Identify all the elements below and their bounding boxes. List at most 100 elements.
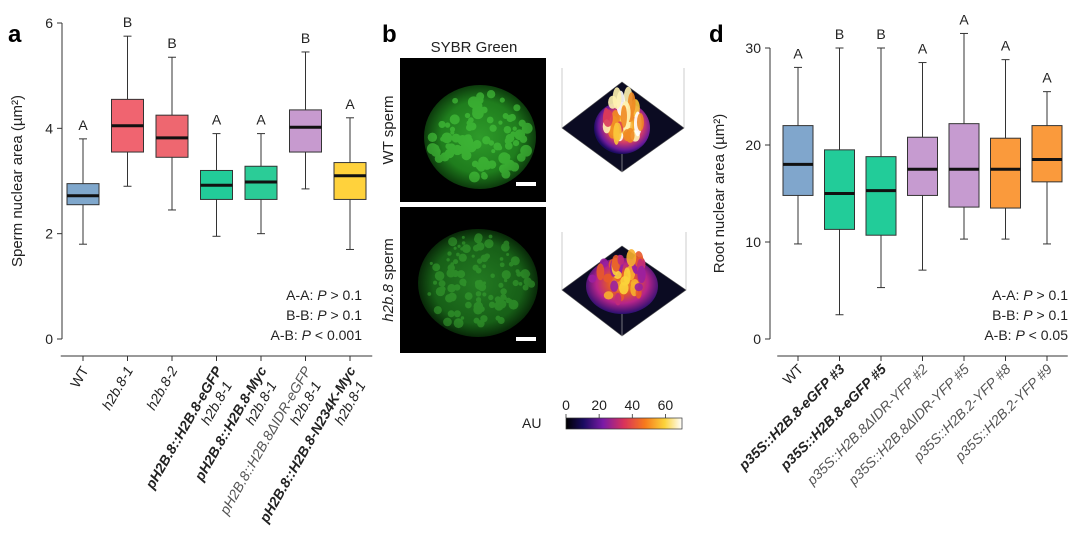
intensity-peak [614,292,622,306]
chromatin-speckle [465,301,472,309]
chromatin-speckle [519,155,526,162]
panel-d-y-axis-label: Root nuclear area (µm²) [711,114,728,274]
chromatin-speckle [522,284,529,291]
panel-d-ytick-label: 0 [753,331,761,347]
panel-a-group-letter: B [123,14,132,30]
panel-d-box: A [1031,70,1063,245]
chromatin-speckle [434,154,444,163]
panel-d-stat-line: A-A: P > 0.1 [992,287,1068,303]
chromatin-speckle [501,270,511,280]
colorbar-tick-label: 60 [658,397,674,413]
chromatin-speckle [441,132,453,144]
chromatin-speckle [461,235,465,239]
chromatin-speckle [525,271,531,277]
panel-a-stat-line: A-A: P > 0.1 [286,287,362,303]
chromatin-speckle [473,141,479,146]
panel-d-box: A [782,45,814,245]
panel-a-group-letter: A [78,117,88,133]
chromatin-speckle [462,244,471,253]
panel-d-group-letter: A [918,41,928,57]
chromatin-speckle [482,292,487,297]
chromatin-speckle [512,126,517,131]
stain-label: SYBR Green [431,39,518,56]
intensity-peak [610,280,619,292]
panel-a-stat-line: A-B: P < 0.001 [271,327,363,343]
chromatin-speckle [458,253,467,262]
chromatin-speckle [464,292,473,301]
panel-a-letter: a [8,21,22,48]
panel-d-ytick-label: 10 [745,234,761,250]
chromatin-speckle [474,233,483,242]
colorbar-tick-label: 20 [591,397,607,413]
chromatin-speckle [498,120,503,125]
chromatin-speckle [439,286,446,292]
panel-d-ytick-label: 20 [745,137,761,153]
intensity-peak [620,105,627,128]
chromatin-speckle [503,125,512,134]
intensity-peak [613,122,622,142]
chromatin-speckle [503,153,511,161]
panel-d-box-body [824,149,855,230]
panel-a-stat-line: B-B: P > 0.1 [286,307,362,323]
chromatin-speckle [491,149,496,154]
chromatin-speckle [473,305,483,315]
panel-d-box-body [782,125,814,196]
chromatin-speckle [476,92,485,101]
chromatin-speckle [464,112,471,119]
chromatin-speckle [475,291,482,297]
chromatin-speckle [438,280,446,288]
chromatin-speckle [484,239,494,249]
panel-d-box-body [865,156,897,236]
panel-d-box-body [907,136,938,196]
chromatin-speckle [486,90,496,99]
panel-a-ytick-label: 2 [45,226,53,242]
intensity-peak [596,263,605,281]
chromatin-speckle [488,234,493,239]
chromatin-speckle [513,104,521,112]
chromatin-speckle [495,315,501,321]
panel-a-box: A [244,112,278,235]
panel-d-xtick-label: WT [779,360,806,387]
chromatin-speckle [438,120,446,128]
scale-bar-bottom [516,337,536,341]
chromatin-speckle [482,264,487,269]
panel-a-group-letter: A [256,112,266,128]
surface-plot-h2b8 [561,232,687,337]
chromatin-speckle [497,145,503,151]
colorbar-tick-label: 0 [562,397,570,413]
panel-d-group-letter: B [876,26,885,42]
wt-nucleus [424,85,536,189]
panel-a-y-axis-label: Sperm nuclear area (µm²) [9,95,26,267]
chromatin-speckle [446,268,456,278]
chromatin-speckle [468,117,474,123]
chromatin-speckle [499,257,504,261]
panel-a-group-letter: B [167,35,176,51]
panel-a-xtick-label: h2b.8-2 [143,363,181,412]
chromatin-speckle [433,306,442,315]
chromatin-speckle [482,281,487,285]
panel-b-images: SYBR Green WT sperm h2b.8 sperm [380,39,687,431]
panel-a-xtick-label: WT [67,363,92,390]
chromatin-speckle [461,150,472,161]
chromatin-speckle [488,301,496,309]
chromatin-speckle [431,147,441,157]
intensity-peak [625,128,635,143]
chromatin-speckle [488,294,494,301]
panel-d-box: A [907,41,938,271]
chromatin-speckle [460,316,465,320]
panel-d-group-letter: A [1042,70,1052,86]
chromatin-speckle [433,280,438,285]
panel-d-box: B [824,26,855,316]
chromatin-speckle [434,271,445,281]
chromatin-speckle [477,279,483,285]
chromatin-speckle [443,317,452,327]
panel-a-group-letter: A [212,112,222,128]
chromatin-speckle [498,282,504,288]
panel-a-xtick-label: h2b.8-1 [98,364,136,413]
chromatin-speckle [508,299,519,310]
intensity-peak [626,249,637,267]
